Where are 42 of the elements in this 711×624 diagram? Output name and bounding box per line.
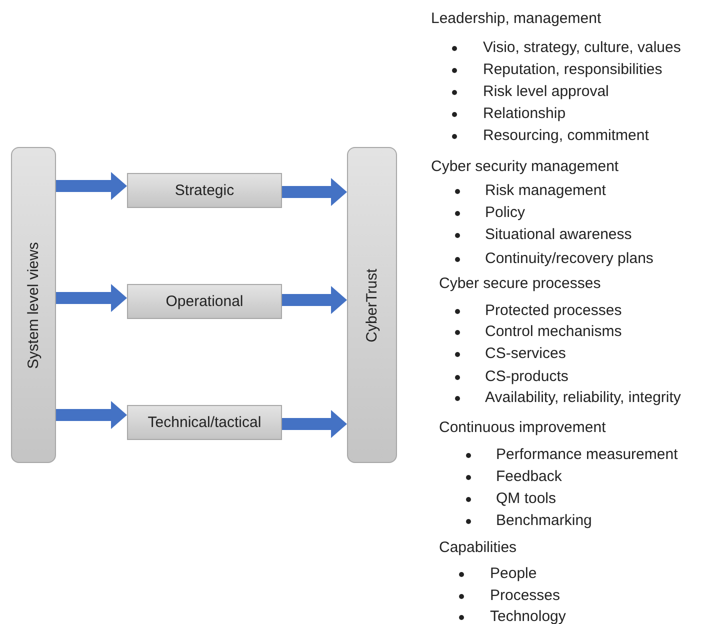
section-heading: Cyber secure processes bbox=[439, 275, 601, 293]
node-label: Operational bbox=[166, 293, 244, 310]
list-item: Risk management bbox=[485, 182, 606, 200]
list-item: QM tools bbox=[496, 490, 556, 508]
list-item: Availability, reliability, integrity bbox=[485, 389, 681, 407]
section-heading: Cyber security management bbox=[431, 158, 619, 176]
list-item: Reputation, responsibilities bbox=[483, 61, 662, 79]
list-item: Benchmarking bbox=[496, 512, 592, 530]
list-item: Performance measurement bbox=[496, 446, 678, 464]
list-item: Control mechanisms bbox=[485, 323, 622, 341]
vertical-bar bbox=[11, 147, 56, 463]
block-arrow bbox=[56, 401, 127, 429]
list-item: CS-services bbox=[485, 345, 566, 363]
block-arrow bbox=[282, 286, 347, 314]
list-item: Situational awareness bbox=[485, 226, 632, 244]
section-heading: Leadership, management bbox=[431, 10, 602, 28]
process-box bbox=[127, 284, 282, 319]
node-label: Strategic bbox=[174, 182, 234, 199]
list-item: People bbox=[490, 565, 537, 583]
list-item: Resourcing, commitment bbox=[483, 127, 649, 145]
vertical-bar bbox=[347, 147, 397, 463]
block-arrow bbox=[56, 284, 127, 312]
list-item: Technology bbox=[490, 608, 566, 624]
process-box bbox=[127, 173, 282, 208]
list-item: Risk level approval bbox=[483, 83, 609, 101]
block-arrow bbox=[282, 178, 347, 206]
list-item: Feedback bbox=[496, 468, 562, 486]
list-item: Relationship bbox=[483, 105, 566, 123]
list-item: Protected processes bbox=[485, 302, 622, 320]
node-label: System level views bbox=[25, 242, 42, 368]
node-label: CyberTrust bbox=[364, 268, 380, 342]
process-box bbox=[127, 405, 282, 440]
block-arrow bbox=[56, 172, 127, 200]
list-item: Visio, strategy, culture, values bbox=[483, 39, 681, 57]
section-heading: Capabilities bbox=[439, 539, 517, 557]
node-label: Technical/tactical bbox=[148, 414, 262, 431]
block-arrow bbox=[282, 410, 347, 438]
list-item: Processes bbox=[490, 587, 560, 605]
list-item: CS-products bbox=[485, 368, 568, 386]
section-heading: Continuous improvement bbox=[439, 419, 606, 437]
list-item: Continuity/recovery plans bbox=[485, 250, 654, 268]
list-item: Policy bbox=[485, 204, 526, 222]
